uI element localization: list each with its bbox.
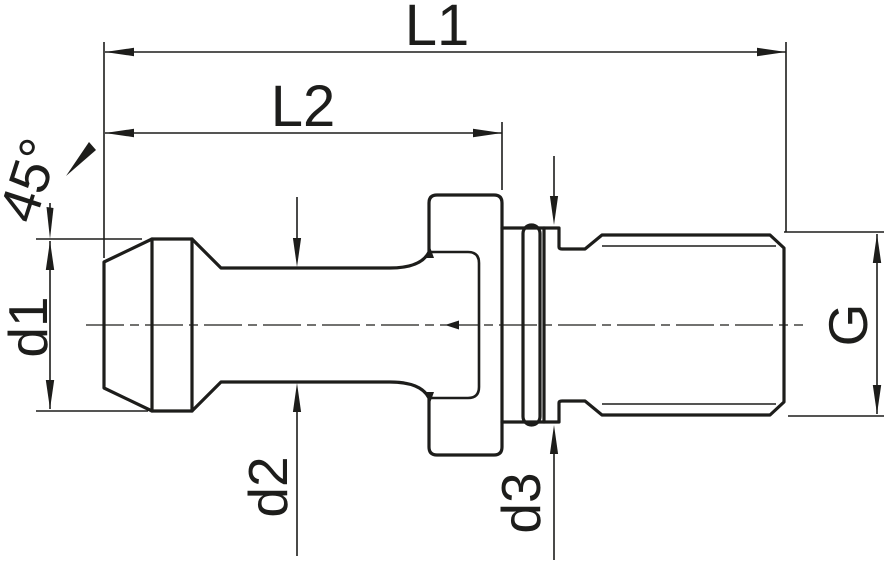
flange-face-edge — [431, 250, 481, 400]
chamfer-leader-arrow-icon — [46, 207, 54, 239]
dim-label-l2: L2 — [271, 74, 336, 139]
d2-arrow-top-icon — [292, 238, 302, 267]
chamfer-angle-arrow-icon — [66, 142, 96, 176]
part-outline-thread-section — [500, 226, 786, 424]
dim-label-d1: d1 — [0, 296, 59, 357]
l1-arrow-left-icon — [105, 47, 134, 57]
d1-arrow-top-icon — [45, 241, 55, 270]
centerline-arrow-icon — [445, 320, 459, 330]
d1-arrow-bottom-icon — [45, 380, 55, 409]
l1-arrow-right-icon — [757, 47, 786, 57]
dim-label-l1: L1 — [405, 0, 470, 58]
flange-face-arrow-bottom-icon — [426, 392, 434, 403]
dim-label-g: G — [817, 304, 879, 347]
d3-arrow-bottom-icon — [549, 425, 559, 454]
l2-arrow-right-icon — [473, 128, 502, 138]
g-arrow-top-icon — [872, 234, 882, 263]
d3-arrow-top-icon — [549, 196, 559, 225]
dim-label-d3: d3 — [490, 472, 552, 533]
head-cylinder-edges — [150, 237, 194, 413]
l2-arrow-left-icon — [105, 128, 134, 138]
dim-label-chamfer-angle: 45° — [0, 131, 71, 229]
flange-face-arrow-top-icon — [426, 247, 434, 258]
dim-label-d2: d2 — [237, 456, 299, 517]
d2-arrow-bottom-icon — [292, 383, 302, 412]
o-ring-band — [521, 223, 542, 427]
g-arrow-bottom-icon — [872, 385, 882, 414]
thread-root-lines — [602, 245, 776, 405]
